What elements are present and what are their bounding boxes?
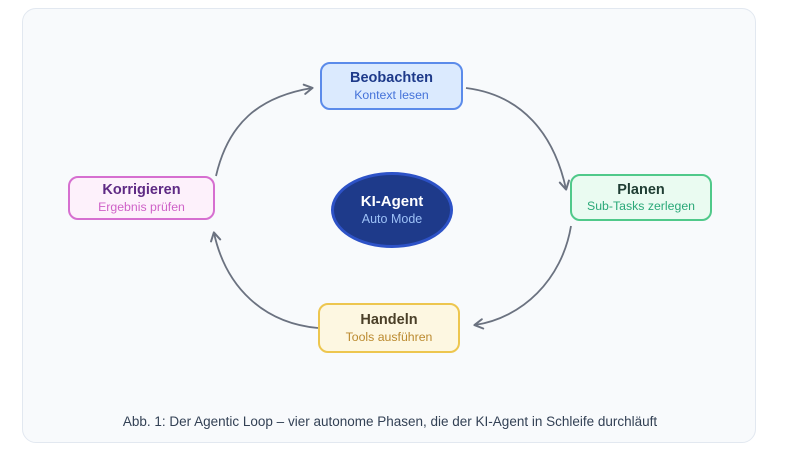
center-node-title: KI-Agent — [360, 193, 424, 211]
node-handeln-subtitle: Tools ausführen — [345, 329, 433, 344]
node-korrigieren-subtitle: Ergebnis prüfen — [98, 199, 185, 214]
node-beobachten: Beobachten Kontext lesen — [320, 62, 463, 110]
center-node-subtitle: Auto Mode — [361, 212, 423, 227]
node-planen-title: Planen — [617, 181, 665, 198]
node-korrigieren-title: Korrigieren — [102, 182, 181, 199]
center-node-ki-agent: KI-Agent Auto Mode — [331, 172, 453, 248]
node-planen: Planen Sub-Tasks zerlegen — [570, 174, 712, 221]
figure-caption: Abb. 1: Der Agentic Loop – vier autonome… — [122, 414, 658, 429]
node-handeln-title: Handeln — [360, 312, 418, 329]
node-korrigieren: Korrigieren Ergebnis prüfen — [68, 176, 215, 220]
node-beobachten-title: Beobachten — [350, 70, 433, 87]
node-beobachten-subtitle: Kontext lesen — [354, 87, 429, 102]
node-handeln: Handeln Tools ausführen — [318, 303, 460, 353]
node-planen-subtitle: Sub-Tasks zerlegen — [587, 199, 695, 214]
